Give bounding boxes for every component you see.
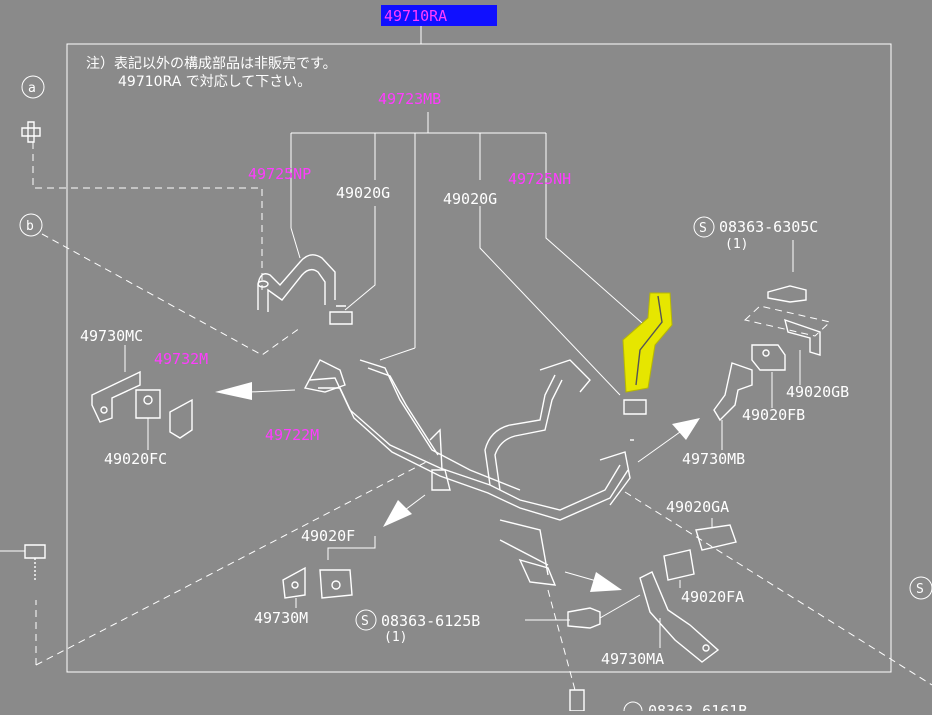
clip-icon: [21, 121, 41, 143]
label-49020GB[interactable]: 49020GB: [786, 383, 849, 401]
bolt-icon: [567, 607, 601, 629]
callout-b: b: [26, 219, 34, 234]
hose-icon[interactable]: [622, 292, 673, 393]
callout-s-right: S: [916, 582, 924, 597]
qty-6125B: (1): [384, 630, 407, 645]
label-49020G-right[interactable]: 49020G: [443, 190, 497, 208]
bracket-icon: [169, 398, 193, 439]
label-49722M[interactable]: 49722M: [265, 426, 319, 444]
label-49020F[interactable]: 49020F: [301, 527, 355, 545]
bracket-icon: [639, 571, 720, 663]
clip-icon: [329, 305, 353, 325]
callout-s-top: S: [699, 221, 707, 236]
pipe-assembly: [303, 359, 631, 586]
label-49730MC[interactable]: 49730MC: [80, 327, 143, 345]
callout-s-bottom: S: [361, 614, 369, 629]
bolt-icon: [24, 544, 46, 580]
qty-6305C: (1): [725, 237, 748, 252]
label-49730MB[interactable]: 49730MB: [682, 450, 745, 468]
title-box: [381, 5, 497, 26]
bracket-icon: [91, 370, 141, 423]
label-49020GA[interactable]: 49020GA: [666, 498, 729, 516]
label-49020FB[interactable]: 49020FB: [742, 406, 805, 424]
diagram-frame: [66, 43, 892, 673]
label-49020FA[interactable]: 49020FA: [681, 588, 744, 606]
label-49725NP[interactable]: 49725NP: [248, 165, 311, 183]
hose-icon: [257, 254, 336, 312]
note-line-2: 49710RA で対応して下さい。: [118, 74, 311, 90]
callout-s-circle: [623, 701, 643, 715]
label-49725NH[interactable]: 49725NH: [508, 170, 571, 188]
label-49020G-left[interactable]: 49020G: [336, 184, 390, 202]
clip-icon: [282, 566, 353, 599]
note-line-1: 注）表記以外の構成部品は非販売です。: [86, 55, 337, 72]
callout-a: a: [28, 81, 36, 96]
callout-s-circle: [693, 216, 715, 238]
clip-icon: [623, 399, 647, 441]
bolt-icon: [569, 689, 585, 712]
label-49730MA[interactable]: 49730MA: [601, 650, 664, 668]
clip-icon: [135, 389, 161, 419]
label-49723MB[interactable]: 49723MB: [378, 90, 441, 108]
callout-s-circle: [355, 609, 377, 631]
label-49732M[interactable]: 49732M: [154, 350, 208, 368]
title-part-number[interactable]: 49710RA: [384, 7, 447, 25]
bracket-icon: [713, 362, 753, 422]
callout-s-circle: [909, 576, 932, 600]
label-49730M[interactable]: 49730M: [254, 609, 308, 627]
callout-b-circle: [19, 213, 43, 237]
clip-icon: [663, 524, 737, 581]
label-49020FC[interactable]: 49020FC: [104, 450, 167, 468]
callout-a-circle: [21, 75, 45, 99]
bolt-icon: [743, 285, 832, 337]
label-08363-6125B[interactable]: 08363-6125B: [381, 612, 480, 630]
label-08363-6305C[interactable]: 08363-6305C: [719, 218, 818, 236]
bracket-icon: [751, 318, 821, 371]
label-08363-partial[interactable]: 08363-6161B: [648, 702, 747, 715]
